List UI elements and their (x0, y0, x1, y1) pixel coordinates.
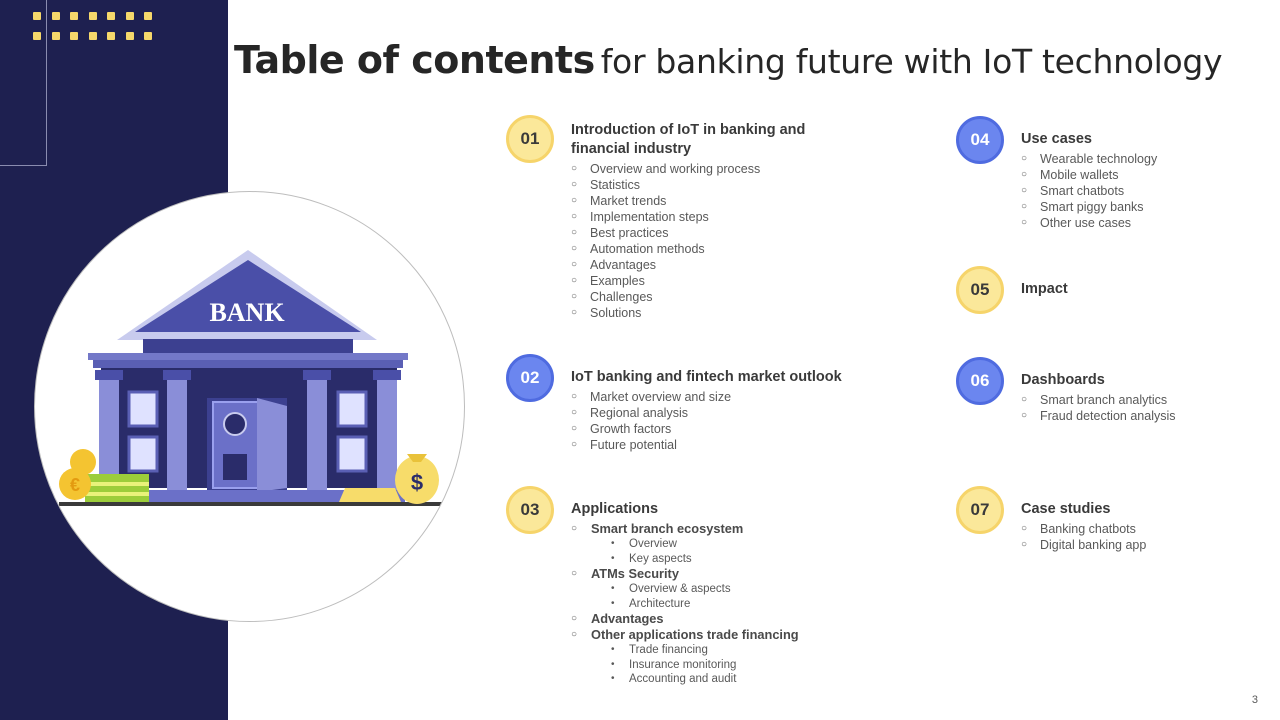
list-item: Digital banking app (1021, 537, 1261, 553)
page-number: 3 (1251, 694, 1258, 706)
sub-list-item: Trade financing (591, 643, 871, 658)
title-bold: Table of contents (234, 38, 595, 82)
section-title: Use cases (1021, 131, 1092, 147)
sub-list-item: Overview (591, 537, 871, 552)
list-item: Wearable technology (1021, 151, 1261, 167)
sub-list-item: Architecture (591, 597, 871, 612)
title-rest: for banking future with IoT technology (600, 42, 1223, 81)
list-group-label: Smart branch ecosystem (591, 521, 744, 536)
list-item: Advantages (571, 257, 831, 273)
list-group-label: Advantages (591, 611, 664, 626)
list-group: Smart branch ecosystem Overview Key aspe… (571, 521, 871, 566)
list-item: Solutions (571, 305, 831, 321)
list-group: Other applications trade financing Trade… (571, 627, 871, 687)
sub-list-item: Overview & aspects (591, 582, 871, 597)
sub-list-item: Accounting and audit (591, 672, 871, 687)
list-group: Advantages (571, 611, 871, 627)
list-item: Statistics (571, 177, 831, 193)
sub-list-item: Insurance monitoring (591, 658, 871, 673)
list-item: Best practices (571, 225, 831, 241)
list-item: Market trends (571, 193, 831, 209)
section-number-badge: 04 (956, 116, 1004, 164)
decorative-frame (0, 0, 47, 166)
list-item: Future potential (571, 437, 871, 453)
list-item: Overview and working process (571, 161, 831, 177)
section-title: Introduction of IoT in banking and finan… (571, 122, 806, 157)
list-item: Banking chatbots (1021, 521, 1261, 537)
section-title: Applications (571, 501, 659, 517)
section-title: Dashboards (1021, 372, 1105, 388)
coin-symbol: € (70, 475, 80, 495)
section-title: Impact (1021, 281, 1068, 297)
list-item: Regional analysis (571, 405, 871, 421)
section-title: Case studies (1021, 501, 1111, 517)
section-number-badge: 07 (956, 486, 1004, 534)
section-number-badge: 02 (506, 354, 554, 402)
section-title: IoT banking and fintech market outlook (571, 369, 842, 385)
list-item: Smart branch analytics (1021, 392, 1261, 408)
list-item: Smart piggy banks (1021, 199, 1261, 215)
list-group-label: ATMs Security (591, 566, 679, 581)
section-number-badge: 03 (506, 486, 554, 534)
list-item: Mobile wallets (1021, 167, 1261, 183)
list-group: ATMs Security Overview & aspects Archite… (571, 566, 871, 611)
bank-illustration: BANK € (59, 250, 443, 506)
bank-sign: BANK (209, 298, 285, 327)
list-item: Smart chatbots (1021, 183, 1261, 199)
list-item: Examples (571, 273, 831, 289)
section-number-badge: 01 (506, 115, 554, 163)
list-item: Automation methods (571, 241, 831, 257)
list-item: Fraud detection analysis (1021, 408, 1261, 424)
list-item: Implementation steps (571, 209, 831, 225)
section-number-badge: 06 (956, 357, 1004, 405)
dot-grid-decoration (33, 12, 152, 40)
list-group-label: Other applications trade financing (591, 627, 799, 642)
section-number-badge: 05 (956, 266, 1004, 314)
list-item: Growth factors (571, 421, 871, 437)
list-item: Challenges (571, 289, 831, 305)
money-sack-symbol: $ (411, 470, 423, 495)
list-item: Market overview and size (571, 389, 871, 405)
hero-circle: BANK € (34, 191, 465, 622)
list-item: Other use cases (1021, 215, 1261, 231)
sub-list-item: Key aspects (591, 552, 871, 567)
